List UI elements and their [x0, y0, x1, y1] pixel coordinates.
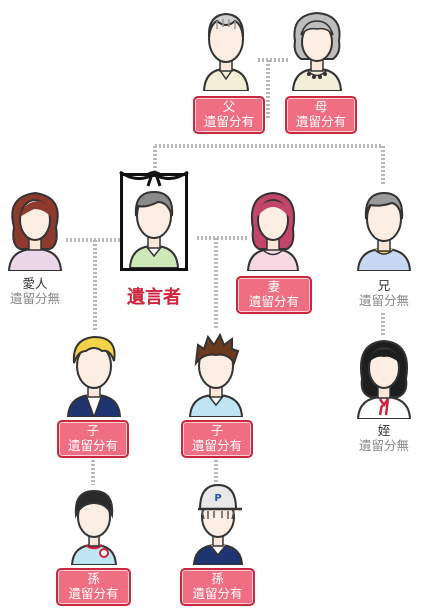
lover-status: 遺留分無: [9, 291, 60, 306]
child1-figure: [64, 333, 124, 417]
child2-avatar: [188, 333, 244, 417]
lover-avatar: [7, 191, 63, 271]
brother-figure: [354, 187, 414, 271]
grandchild1-badge: 孫 遺留分有: [56, 568, 131, 606]
child2-figure: [186, 333, 246, 417]
child1-badge: 子 遺留分有: [57, 420, 129, 458]
wife-figure: [243, 187, 303, 271]
brother-avatar: [356, 191, 412, 271]
father-status: 遺留分有: [203, 114, 254, 129]
grandchild2-avatar: P: [192, 483, 244, 565]
grandchild1-status: 遺留分有: [68, 586, 119, 601]
wife-status: 遺留分有: [248, 294, 299, 309]
nephew-status: 遺留分無: [358, 438, 409, 453]
deceased-label: 遺言者: [127, 287, 181, 308]
nephew-relation: 姪: [377, 423, 391, 438]
child2-status: 遺留分有: [191, 438, 242, 453]
grandchild1-avatar: [70, 489, 118, 565]
grandchild2-relation: 孫: [211, 571, 224, 586]
mother-figure: [287, 7, 347, 91]
mourning-ribbon-icon: [119, 170, 189, 187]
nephew-figure: [354, 335, 414, 419]
grandchild2-figure: P: [188, 479, 248, 565]
wife-badge: 妻 遺留分有: [236, 276, 312, 314]
father-badge: 父 遺留分有: [193, 96, 265, 134]
grandchild1-figure: [64, 485, 124, 565]
lover-relation: 愛人: [22, 276, 48, 291]
brother-status: 遺留分無: [358, 293, 409, 308]
lover-label: 愛人 遺留分無: [0, 276, 70, 306]
grandchild2-status: 遺留分有: [192, 586, 243, 601]
svg-text:P: P: [214, 493, 221, 504]
wife-avatar: [246, 191, 300, 271]
deceased-avatar: [128, 190, 180, 268]
brother-relation: 兄: [377, 278, 391, 293]
mother-relation: 母: [314, 99, 328, 114]
mother-badge: 母 遺留分有: [285, 96, 357, 134]
child2-badge: 子 遺留分有: [181, 420, 253, 458]
father-figure: [199, 7, 253, 91]
child1-status: 遺留分有: [67, 438, 118, 453]
child2-relation: 子: [210, 423, 224, 438]
brother-label: 兄 遺留分無: [349, 278, 419, 308]
grandchild2-badge: 孫 遺留分有: [180, 568, 255, 606]
mother-status: 遺留分有: [295, 114, 346, 129]
grandchild1-relation: 孫: [87, 571, 100, 586]
nephew-label: 姪 遺留分無: [349, 423, 419, 453]
nephew-avatar: [356, 339, 412, 419]
deceased-figure: [124, 186, 184, 268]
child1-relation: 子: [86, 423, 100, 438]
wife-relation: 妻: [267, 279, 281, 294]
father-relation: 父: [222, 99, 236, 114]
father-avatar: [202, 12, 250, 91]
lover-figure: [4, 187, 66, 271]
child1-avatar: [66, 335, 122, 417]
mother-avatar: [291, 11, 343, 91]
